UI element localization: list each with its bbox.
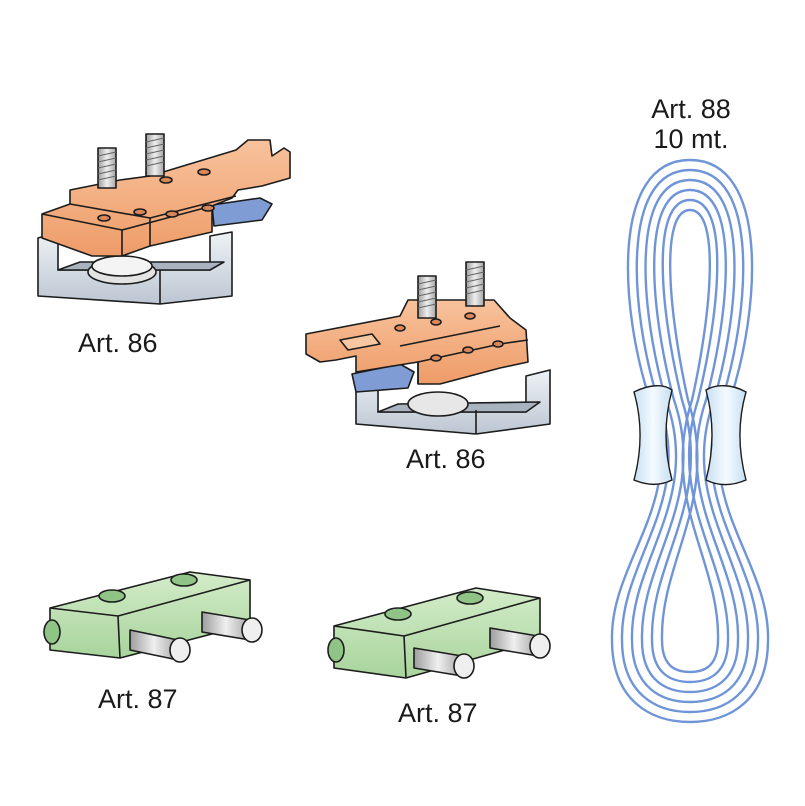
art86-top-hanger <box>37 133 291 305</box>
art88-cable-coil <box>610 158 770 724</box>
art87-right-block <box>327 587 551 679</box>
label-art87-right: Art. 87 <box>398 698 478 728</box>
art86-mid-hanger <box>305 261 551 435</box>
label-art88-title: Art. 88 <box>651 94 731 124</box>
label-art88-length: 10 mt. <box>653 124 729 154</box>
art87-left-block <box>43 571 263 663</box>
cable-clip-right <box>705 385 747 486</box>
label-art86-mid: Art. 86 <box>406 444 486 474</box>
cable-clip-left <box>633 385 673 486</box>
label-art86-top: Art. 86 <box>78 328 158 358</box>
label-art87-left: Art. 87 <box>98 684 178 714</box>
